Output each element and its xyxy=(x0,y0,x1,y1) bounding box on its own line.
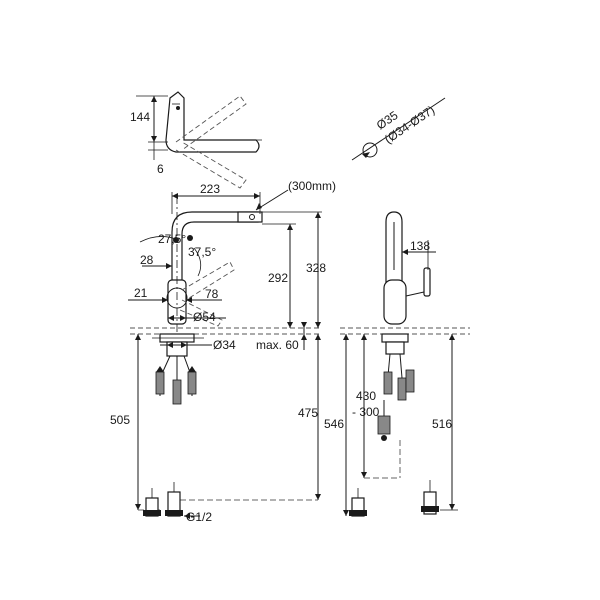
dim-546-arrow-top xyxy=(343,334,349,340)
fitting-right xyxy=(187,371,197,395)
dim-78-arrow xyxy=(186,297,192,303)
side-fitting-left xyxy=(383,371,393,395)
thread-arrow xyxy=(184,513,190,519)
dim-max60-label: max. 60 xyxy=(256,338,299,352)
dim-34-label: Ø34 xyxy=(213,338,236,352)
dim-300-label: - 300 xyxy=(352,405,380,419)
dim-21-arrow xyxy=(162,297,168,303)
dim-28-arrow xyxy=(166,263,172,269)
thread-label: G1/2 xyxy=(186,510,212,524)
dim-546-label: 546 xyxy=(324,417,344,431)
dim-138-label: 138 xyxy=(410,239,430,253)
dim-430-label: 430 xyxy=(356,389,376,403)
dim-328-label: 328 xyxy=(306,261,326,275)
dim-475-label: 475 xyxy=(298,406,318,420)
dim-546-arrow-bottom xyxy=(343,510,349,516)
top-view-body xyxy=(165,91,260,153)
dim-328-arrow-top xyxy=(315,212,321,218)
lever-position-a xyxy=(181,261,235,301)
angle-37-label: 37,5° xyxy=(188,245,216,259)
dim-430-arrow-bottom xyxy=(361,472,367,478)
connector-right-nut xyxy=(165,510,183,516)
dim-6-label: 6 xyxy=(157,162,164,176)
connector-left-nut xyxy=(143,510,161,516)
fitting-center xyxy=(172,379,182,405)
side-plate xyxy=(381,333,409,343)
dim-516-label: 516 xyxy=(432,417,452,431)
side-view: 138 546 430 - 300 516 xyxy=(324,211,470,517)
top-view-swivel-up xyxy=(175,95,247,151)
hole-arrow xyxy=(362,152,370,158)
side-connector-right-nut xyxy=(421,506,439,512)
dim-54-label: Ø54 xyxy=(193,310,216,324)
dim-144-label: 144 xyxy=(130,110,150,124)
side-hose-right xyxy=(399,353,403,379)
hole-diameter-detail: Ø35 (Ø34-Ø37) xyxy=(351,97,446,161)
dim-21-label: 21 xyxy=(134,286,148,300)
dim-54-arrow-left xyxy=(168,315,174,321)
dim-475-arrow-bottom xyxy=(315,494,321,500)
side-lever-arm xyxy=(405,291,425,297)
top-view: 144 6 xyxy=(130,91,262,189)
dim-223-arrow-left xyxy=(172,193,178,199)
hole-leader xyxy=(351,97,446,161)
side-mixer xyxy=(383,279,407,325)
dim-223-arrow-right xyxy=(254,193,260,199)
side-fitting-right xyxy=(405,369,415,393)
top-view-swivel-down xyxy=(175,141,247,189)
side-fitting-mid xyxy=(397,377,407,401)
pullout-label: (300mm) xyxy=(288,179,336,193)
dim-34-arrow-left xyxy=(167,342,173,348)
dim-505-arrow-bottom xyxy=(135,504,141,510)
dim-516-arrow-bottom xyxy=(449,504,455,510)
top-view-pivot xyxy=(176,106,180,110)
dim-78-label: 78 xyxy=(205,287,219,301)
dim-138-arrow xyxy=(402,249,408,255)
dim-292-arrow-top xyxy=(287,224,293,230)
fitting-left-tip xyxy=(156,366,164,372)
dim-max60-arrow-top xyxy=(301,322,307,328)
dim-223-label: 223 xyxy=(200,182,220,196)
dim-144-arrow-top xyxy=(151,96,157,102)
dim-292-label: 292 xyxy=(268,271,288,285)
dim-144-arrow-bottom xyxy=(151,136,157,142)
angle-27-arc xyxy=(139,236,179,243)
dim-430-arrow-top xyxy=(361,334,367,340)
angle-27-label: 27,5° xyxy=(158,232,186,246)
front-connectors xyxy=(143,482,183,517)
dim-max60-arrow-bottom xyxy=(301,334,307,340)
pullout-leader xyxy=(255,189,289,211)
hose-fittings xyxy=(155,366,197,405)
dim-28-label: 28 xyxy=(140,253,154,267)
spout-outlet xyxy=(249,214,255,220)
angle-37-arc xyxy=(193,247,202,277)
side-fittings xyxy=(383,369,415,401)
dim-475-arrow-top xyxy=(315,334,321,340)
dim-54-arrow-right xyxy=(180,315,186,321)
side-nut xyxy=(385,341,405,355)
hose-weight-ring xyxy=(381,435,387,441)
dim-328-arrow-bottom xyxy=(315,322,321,328)
fitting-left xyxy=(155,371,165,395)
dim-505-label: 505 xyxy=(110,413,130,427)
handle-tip xyxy=(187,235,193,241)
hose-weight xyxy=(377,415,391,435)
dim-516-arrow-top xyxy=(449,334,455,340)
side-lever xyxy=(423,267,431,297)
pullout-arrow xyxy=(256,203,262,210)
dim-292-arrow-bottom xyxy=(287,322,293,328)
dim-505-arrow-top xyxy=(135,334,141,340)
side-connector-left-nut xyxy=(349,510,367,516)
front-view: 27,5° 37,5° 28 21 78 Ø54 Ø34 max. 60 xyxy=(110,179,336,524)
dim-34-arrow-right xyxy=(181,342,187,348)
fitting-right-tip xyxy=(188,366,196,372)
hole-circle xyxy=(362,142,378,158)
side-connectors xyxy=(349,480,439,517)
